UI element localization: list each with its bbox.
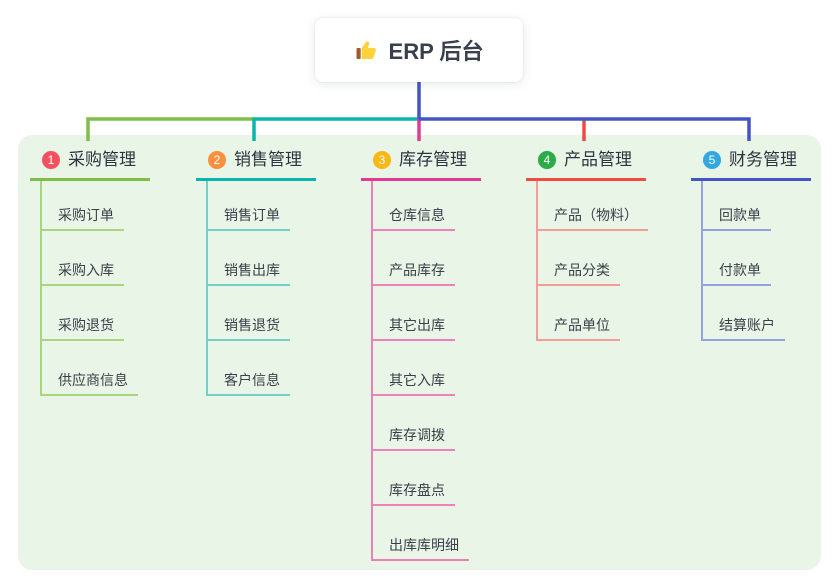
child-node[interactable]: 销售退货: [206, 317, 290, 341]
child-node[interactable]: 出库库明细: [371, 537, 469, 561]
branch-column-1: 1 采购管理 采购订单采购入库采购退货供应商信息: [30, 149, 160, 396]
branch-rail-line: [536, 181, 538, 341]
branch-number-badge: 4: [538, 151, 556, 169]
child-node[interactable]: 结算账户: [701, 317, 785, 341]
root-node-label: ERP 后台: [388, 39, 484, 64]
root-node-erp[interactable]: ERP 后台: [315, 18, 523, 82]
branch-column-4: 4 产品管理 产品（物料） 产品分类产品单位: [526, 149, 656, 341]
branch-rail-line: [371, 181, 373, 561]
branch-rail-line: [701, 181, 703, 341]
branch-title-label: 产品管理: [564, 150, 632, 169]
child-node[interactable]: 采购入库: [40, 262, 124, 286]
child-node[interactable]: 其它出库: [371, 317, 455, 341]
branch-rail-line: [206, 181, 208, 396]
branch-number-badge: 5: [703, 151, 721, 169]
branch-title[interactable]: 3 库存管理: [361, 149, 481, 181]
branch-title-label: 财务管理: [729, 150, 797, 169]
child-node[interactable]: 客户信息: [206, 372, 290, 396]
child-node[interactable]: 采购退货: [40, 317, 124, 341]
child-node[interactable]: 供应商信息: [40, 372, 138, 396]
branches-panel: [18, 135, 821, 570]
thumbs-up-icon: [355, 38, 379, 62]
branch-column-2: 2 销售管理 销售订单销售出库销售退货客户信息: [196, 149, 326, 396]
child-node[interactable]: 仓库信息: [371, 207, 455, 231]
branch-number-badge: 3: [373, 151, 391, 169]
child-node[interactable]: 销售订单: [206, 207, 290, 231]
child-node[interactable]: 其它入库: [371, 372, 455, 396]
child-node[interactable]: 产品单位: [536, 317, 620, 341]
branch-number-badge: 1: [42, 151, 60, 169]
branch-title[interactable]: 1 采购管理: [30, 149, 150, 181]
child-node[interactable]: 销售出库: [206, 262, 290, 286]
branch-title-label: 库存管理: [399, 150, 467, 169]
child-node[interactable]: 产品分类: [536, 262, 620, 286]
child-node[interactable]: 库存盘点: [371, 482, 455, 506]
child-node[interactable]: 付款单: [701, 262, 771, 286]
branch-title-label: 销售管理: [234, 150, 302, 169]
child-node[interactable]: 库存调拨: [371, 427, 455, 451]
branch-title[interactable]: 4 产品管理: [526, 149, 646, 181]
branch-column-5: 5 财务管理 回款单付款单结算账户: [691, 149, 821, 341]
branch-title[interactable]: 5 财务管理: [691, 149, 811, 181]
branch-number-badge: 2: [208, 151, 226, 169]
child-node[interactable]: 产品（物料）: [536, 207, 648, 231]
child-node[interactable]: 采购订单: [40, 207, 124, 231]
branch-title-label: 采购管理: [68, 150, 136, 169]
child-node[interactable]: 回款单: [701, 207, 771, 231]
branch-title[interactable]: 2 销售管理: [196, 149, 316, 181]
child-node[interactable]: 产品库存: [371, 262, 455, 286]
branch-rail-line: [40, 181, 42, 396]
branch-column-3: 3 库存管理 仓库信息产品库存其它出库其它入库库存调拨库存盘点出库库明细: [361, 149, 491, 561]
